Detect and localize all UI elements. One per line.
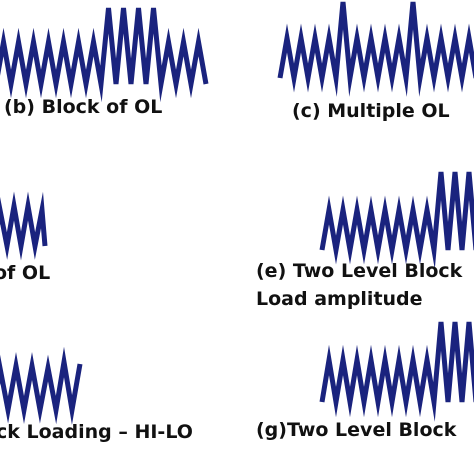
waveform-line: [0, 346, 83, 425]
waveform-two-level-block-g: [319, 321, 474, 422]
waveform-multiple-ol: [277, 1, 474, 97]
waveform-single-ol: [0, 191, 48, 261]
waveform-block-of-ol: [0, 7, 209, 103]
waveform-line: [319, 171, 474, 270]
waveform-line: [0, 7, 209, 103]
caption-load-amplitude: Load amplitude: [256, 288, 423, 310]
caption-block-of-ol: (b) Block of OL: [4, 96, 163, 118]
waveform-line: [0, 191, 48, 261]
caption-two-level-block: (e) Two Level Block: [256, 260, 463, 282]
waveform-line: [277, 1, 474, 97]
caption-multiple-ol: (c) Multiple OL: [292, 100, 450, 122]
waveform-two-level-block: [319, 171, 474, 270]
waveform-block-loading-hi-lo: [0, 346, 83, 425]
caption-block-loading-hi-lo: ck Loading – HI-LO: [0, 421, 193, 443]
waveform-line: [319, 321, 474, 422]
caption-single-ol: of OL: [0, 262, 51, 284]
caption-two-level-block-g: (g)Two Level Block: [256, 419, 457, 441]
